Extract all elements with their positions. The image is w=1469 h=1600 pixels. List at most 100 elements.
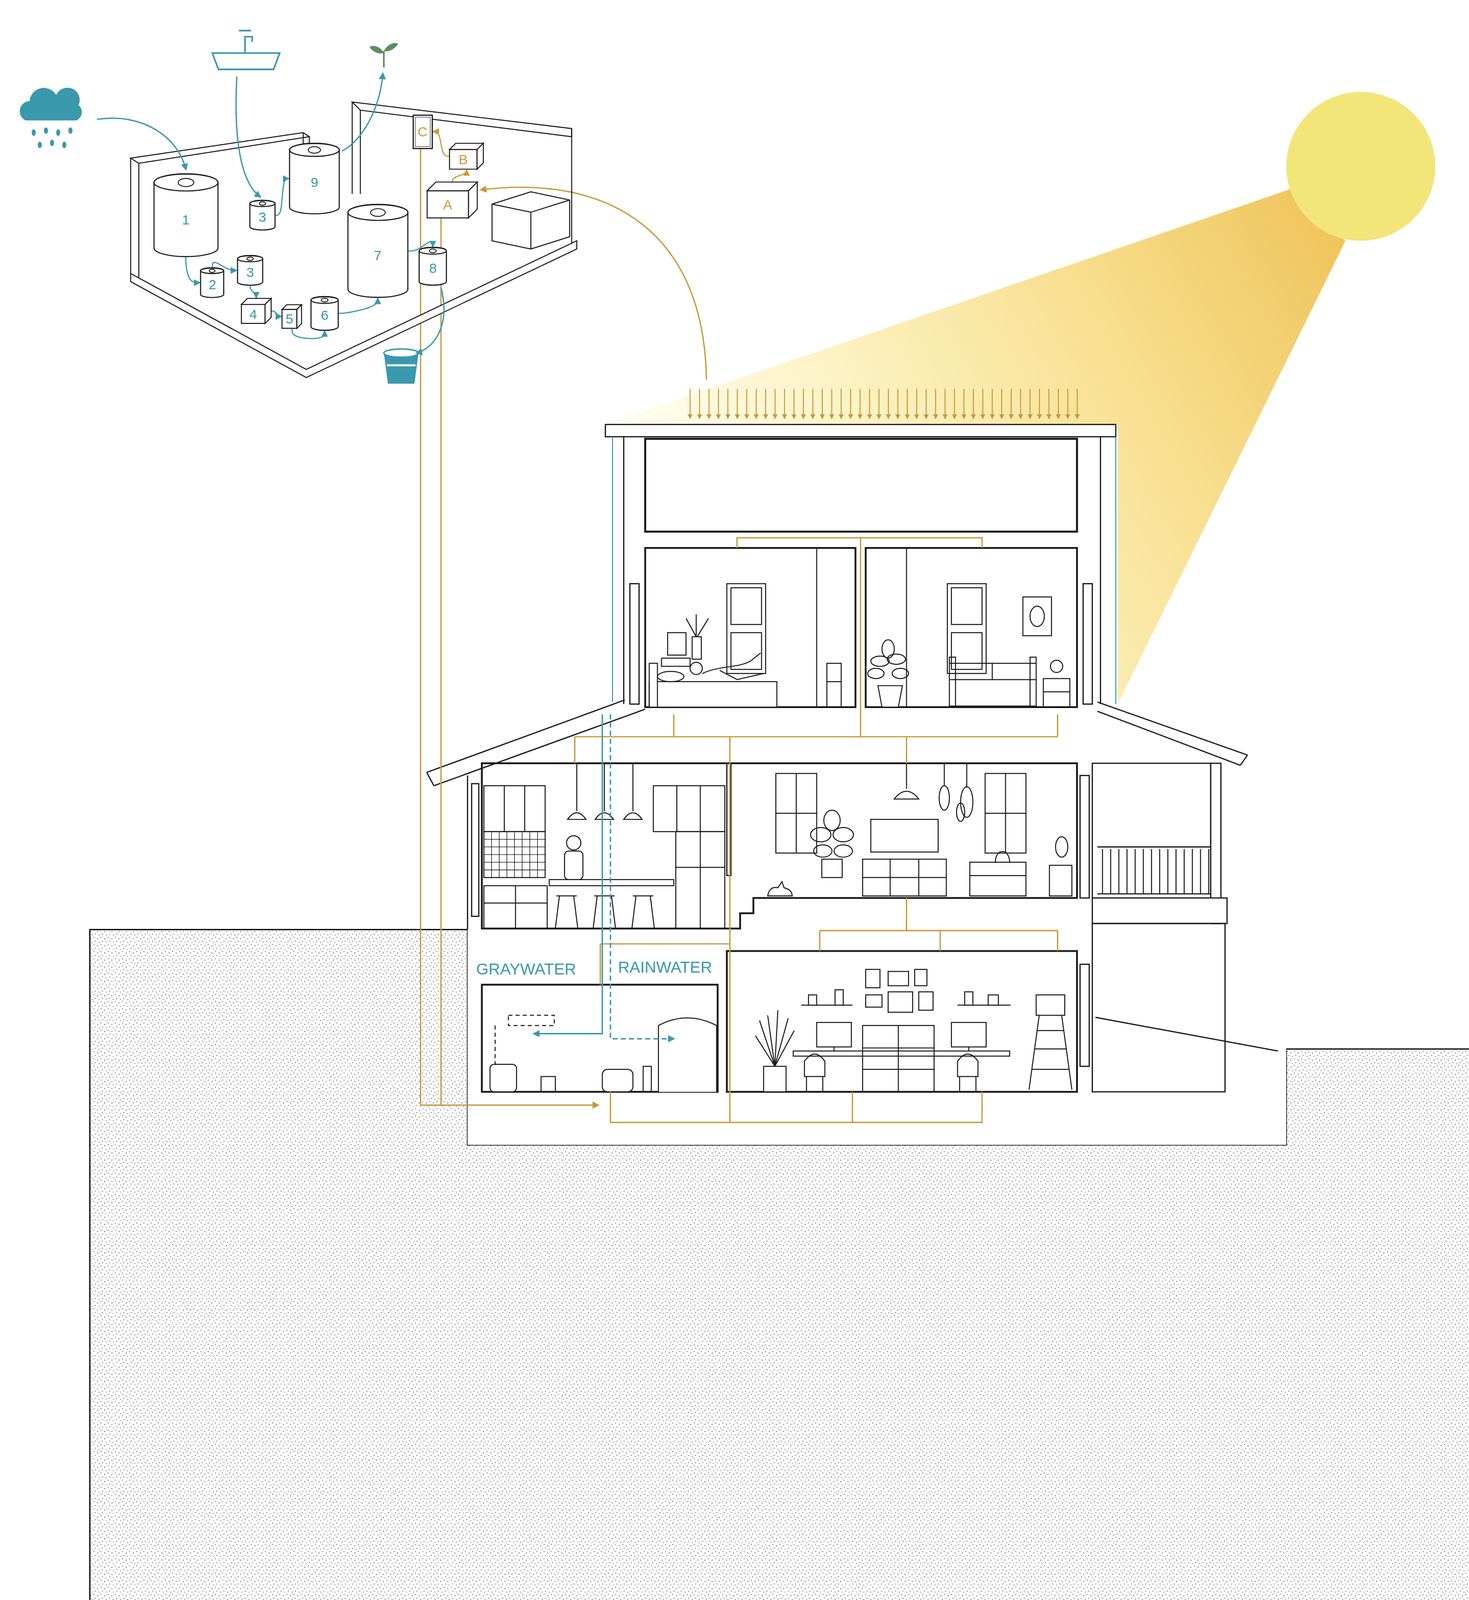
- solar-arrows: [972, 388, 974, 419]
- living-room-furniture: [944, 763, 967, 789]
- house-structure: [426, 700, 646, 786]
- flow-arrow: [271, 311, 282, 317]
- house-structure: [481, 763, 1077, 929]
- office-furniture: [1036, 995, 1066, 1016]
- callout-letter: B: [458, 152, 468, 168]
- mechanical-room-equipment: [490, 1064, 517, 1093]
- tank-body: [289, 143, 340, 215]
- bedroom-furniture: [887, 654, 906, 665]
- utility-room: [491, 199, 570, 249]
- panel-frame: [412, 115, 433, 149]
- house-structure: [1092, 923, 1226, 1093]
- utility-room: [130, 132, 309, 278]
- solar-arrows: [963, 388, 965, 419]
- solar-arrows: [812, 388, 814, 419]
- office-furniture: [755, 969, 1072, 1093]
- house-structure: [481, 984, 718, 1093]
- water-flow-arrows: [97, 118, 187, 170]
- tank-cap: [259, 202, 266, 206]
- solar-arrows: [755, 388, 757, 419]
- living-room-furniture: [960, 786, 973, 818]
- bedroom-furniture: [867, 668, 884, 679]
- tank-body: [249, 200, 275, 231]
- tank-node: 3: [236, 255, 264, 286]
- solar-arrows: [850, 388, 852, 419]
- tank-lid: [200, 268, 225, 274]
- raindrops: [68, 127, 73, 134]
- bedroom-furniture: [951, 632, 983, 670]
- bedroom-furniture: [878, 685, 903, 708]
- house-structure: [467, 763, 1228, 929]
- water-flow-arrows: [97, 73, 445, 354]
- bedroom-furniture: [1029, 606, 1045, 628]
- solar-arrows: [727, 388, 729, 419]
- power-wiring: [420, 149, 599, 1106]
- house-structure: [1092, 763, 1211, 899]
- tank-cap: [321, 298, 329, 303]
- box-face: [265, 298, 272, 324]
- solar-arrows: [1010, 388, 1012, 419]
- house-structure: [471, 784, 479, 917]
- callout-letter: 4: [249, 307, 257, 322]
- house-structure: [865, 548, 1077, 708]
- box-face: [282, 309, 298, 329]
- bedroom-furniture: [702, 653, 764, 680]
- callout-number: 7: [373, 248, 382, 263]
- solar-arrows: [821, 388, 823, 419]
- living-room-furniture: [775, 773, 817, 853]
- office-furniture: [918, 992, 933, 1011]
- mechanical-room-equipment: [508, 1015, 555, 1026]
- bedroom-furniture: [649, 663, 658, 708]
- callout-letter: A: [443, 197, 453, 213]
- tank-cap: [370, 209, 386, 217]
- bedroom-furniture: [882, 639, 895, 659]
- flow-label: RAINWATER: [616, 958, 714, 977]
- bedroom-furniture: [826, 663, 842, 708]
- tank-cap: [246, 257, 254, 261]
- solar-arrows: [765, 388, 767, 419]
- office-furniture: [801, 1004, 1011, 1006]
- bedroom-furniture: [951, 587, 983, 625]
- bedroom-furniture: [1022, 596, 1052, 636]
- porch-railing: [1102, 849, 1104, 894]
- solar-arrows: [878, 388, 880, 419]
- solar-arrows: [888, 388, 889, 419]
- box-face: [241, 304, 266, 324]
- living-room-furniture: [939, 785, 950, 811]
- tank-node: 3: [249, 199, 276, 231]
- house-structure: [605, 424, 1119, 706]
- flow-arrow: [275, 178, 289, 216]
- solar-arrows: [708, 388, 710, 419]
- office-furniture: [862, 1025, 935, 1093]
- mechanical-room-equipment: [602, 1069, 633, 1093]
- living-room-furniture: [1049, 865, 1072, 897]
- office-furniture: [833, 1047, 835, 1052]
- bucket-icon: [383, 349, 419, 358]
- house-structure: [623, 436, 1101, 705]
- raindrops: [50, 139, 55, 147]
- mechanical-room-equipment: [658, 1018, 717, 1093]
- bedroom-furniture: [947, 583, 987, 674]
- living-room-furniture: [956, 803, 965, 822]
- box-face: [449, 149, 477, 170]
- sun: [1286, 91, 1436, 241]
- tank-node: 9: [288, 142, 340, 215]
- bedroom-furniture: [657, 671, 685, 682]
- bedroom-furniture: [661, 658, 691, 667]
- bedroom-furniture: [731, 587, 762, 625]
- tank-body: [237, 255, 263, 286]
- flow-arrow: [432, 131, 450, 157]
- connector-group: [185, 131, 467, 340]
- tank-cap: [177, 178, 194, 187]
- bedroom-furniture: [649, 681, 778, 708]
- bedroom-furniture: [726, 583, 766, 674]
- office-furniture: [763, 1066, 786, 1093]
- office-furniture: [951, 1022, 987, 1048]
- tank-cap: [209, 269, 216, 273]
- callout-letter: C: [417, 124, 428, 140]
- kitchen-furniture: [653, 785, 726, 832]
- living-room-furniture: [969, 851, 1026, 896]
- flow-arrow: [339, 297, 378, 314]
- callout-number: 6: [320, 308, 329, 323]
